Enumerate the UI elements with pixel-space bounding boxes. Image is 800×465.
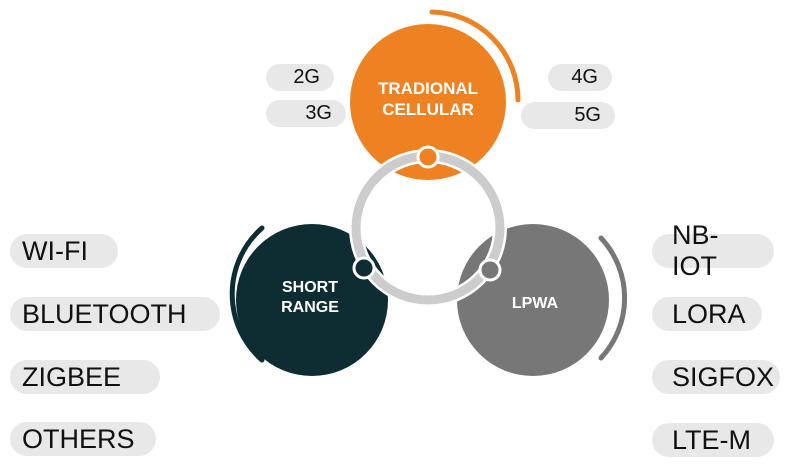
cellular-item-2g: 2G	[266, 64, 334, 91]
lpwa-item-lora: LORA	[652, 297, 762, 331]
short-range-item-bluetooth: BLUETOOTH	[10, 297, 220, 331]
lpwa-arc	[598, 235, 628, 361]
short-range-title-line2: RANGE	[281, 299, 339, 316]
cellular-item-3g: 3G	[266, 100, 346, 127]
cellular-node	[416, 145, 440, 169]
cellular-circle	[350, 24, 506, 180]
short-range-title: SHORT RANGE	[250, 278, 370, 318]
short-range-title-line1: SHORT	[282, 279, 338, 296]
short-range-item-wifi: WI-FI	[10, 234, 118, 268]
cellular-arc	[429, 9, 521, 103]
lpwa-title: LPWA	[511, 295, 559, 312]
lpwa-item-sigfox: SIGFOX	[652, 360, 780, 394]
cellular-title: TRADIONAL CELLULAR	[350, 78, 506, 121]
short-range-item-zigbee: ZIGBEE	[10, 360, 160, 394]
short-range-circle	[236, 224, 388, 376]
short-range-item-others: OTHERS	[10, 422, 156, 456]
lpwa-node	[478, 258, 502, 282]
cellular-title-line1: TRADIONAL	[377, 79, 479, 98]
lpwa-item-nbiot: NB-IOT	[652, 220, 774, 281]
lpwa-item-ltem: LTE-M	[652, 423, 774, 457]
short-range-node	[352, 256, 376, 280]
cellular-item-5g: 5G	[521, 102, 615, 129]
short-range-arc	[229, 225, 265, 363]
cellular-title-line2: CELLULAR	[382, 100, 474, 120]
cellular-item-4g: 4G	[548, 64, 612, 91]
